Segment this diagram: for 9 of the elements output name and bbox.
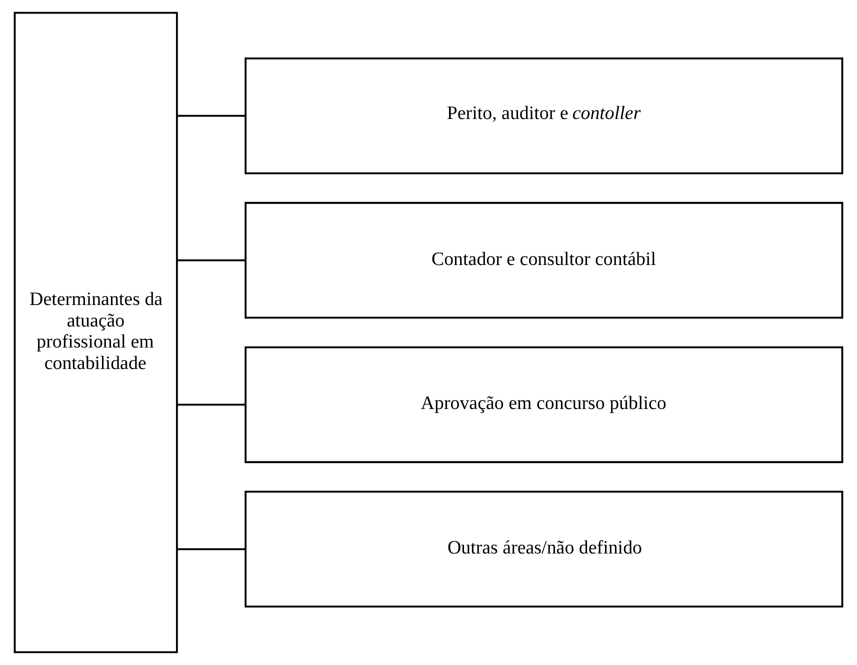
connector [176, 259, 246, 262]
connector [176, 548, 246, 550]
node-box: Contador e consultor contábil [244, 202, 844, 319]
node-box: Perito, auditor e contoller [244, 57, 844, 174]
connector [176, 114, 246, 117]
node-box: Outras áreas/não definido [244, 490, 844, 608]
node-box: Determinantes da atuação profissional em contabilidade [14, 12, 178, 654]
connector [176, 404, 246, 406]
node-box: Aprovação em concurso público [244, 346, 844, 464]
